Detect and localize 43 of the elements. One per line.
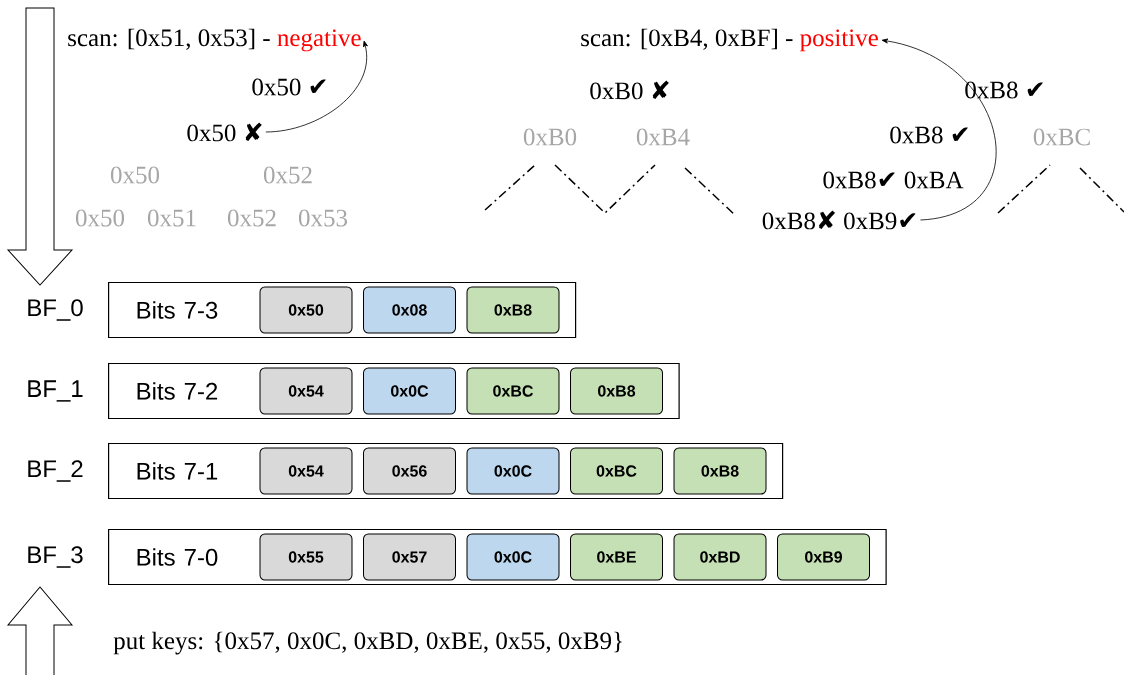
key-box: 0xBC bbox=[466, 367, 560, 415]
key-box: 0xBD bbox=[673, 533, 767, 581]
key-box: 0xB9 bbox=[777, 533, 870, 581]
row-label: BF_1 bbox=[28, 380, 83, 402]
key-box: 0xBE bbox=[570, 533, 663, 581]
key-box: 0x54 bbox=[259, 367, 353, 415]
key-label: 0x52 bbox=[227, 209, 276, 227]
key-label: 0x50 ✔ bbox=[252, 78, 326, 96]
key-label: 0xB0 bbox=[523, 128, 577, 146]
key-box: 0xB8 bbox=[466, 286, 560, 334]
key-box: 0x08 bbox=[363, 286, 456, 334]
key-label: 0x50 bbox=[75, 209, 125, 227]
key-label: 0xB0 ✘ bbox=[590, 80, 669, 100]
key-label: 0xB8 ✔ bbox=[890, 126, 968, 144]
scan-label: scan: [0xB4, 0xBF] - positive bbox=[581, 28, 878, 52]
key-label: 0xB8 ✔ bbox=[965, 81, 1043, 99]
key-label: 0x50 ✘ bbox=[187, 122, 262, 142]
key-label: 0x51 bbox=[147, 209, 196, 227]
caption-text: put keys: {0x57, 0x0C, 0xBD, 0xBE, 0x55, 0xB9} bbox=[113, 631, 622, 655]
key-label: 0xB8✔ 0xBA bbox=[823, 171, 964, 189]
key-box: 0x57 bbox=[363, 533, 456, 581]
key-box: 0x56 bbox=[363, 447, 456, 495]
row-label: BF_3 bbox=[28, 546, 83, 568]
key-box: 0x0C bbox=[466, 447, 560, 495]
key-box: 0xB8 bbox=[570, 367, 663, 415]
curved-arrow bbox=[881, 38, 997, 221]
key-label: 0x50 bbox=[110, 166, 160, 184]
key-box: 0x54 bbox=[259, 447, 353, 495]
key-box: 0x55 bbox=[259, 533, 353, 581]
key-box: 0x50 bbox=[259, 286, 353, 334]
row-label: BF_0 bbox=[28, 299, 83, 321]
key-label: 0xB4 bbox=[636, 128, 690, 146]
key-label: 0xBC bbox=[1033, 128, 1090, 146]
key-label: 0x53 bbox=[298, 209, 348, 227]
key-label: 0x52 bbox=[263, 166, 312, 184]
key-box: 0xB8 bbox=[673, 447, 767, 495]
key-box: 0xBC bbox=[570, 447, 663, 495]
scan-label: scan: [0x51, 0x53] - negative bbox=[68, 28, 361, 52]
key-box: 0x0C bbox=[363, 367, 456, 415]
key-label: 0xB8✘ 0xB9✔ bbox=[762, 210, 916, 230]
curved-arrow bbox=[265, 40, 368, 133]
key-box: 0x0C bbox=[466, 533, 560, 581]
row-label: BF_2 bbox=[28, 460, 83, 482]
